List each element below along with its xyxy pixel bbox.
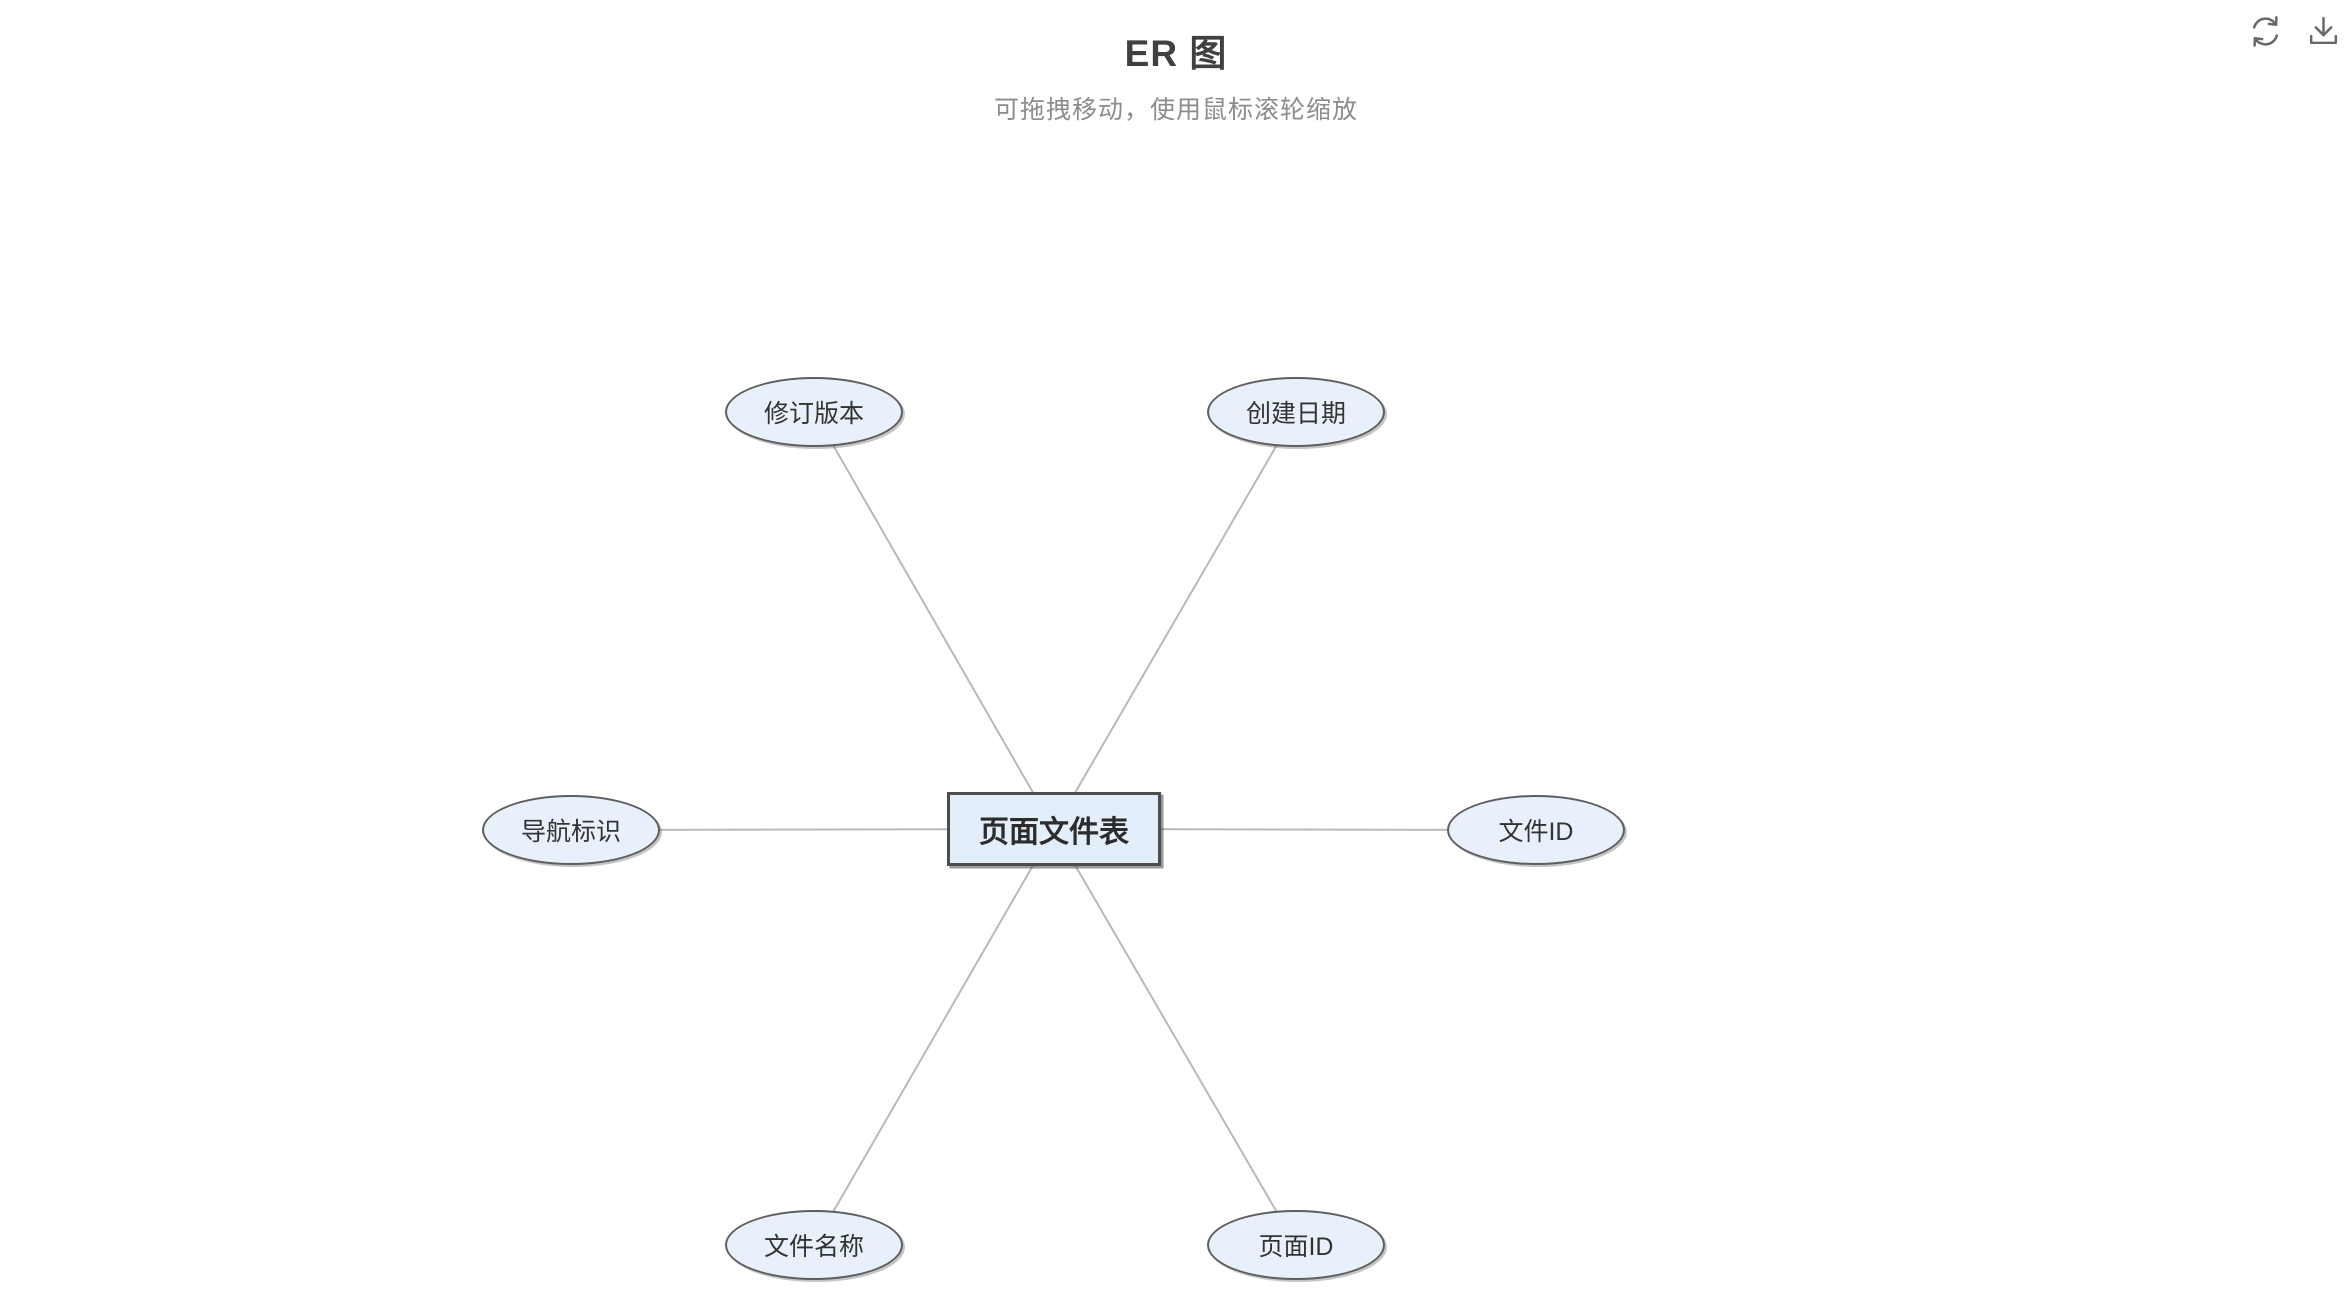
entity-node-page-file-table[interactable]: 页面文件表 [947, 792, 1161, 866]
refresh-icon [2247, 13, 2284, 50]
attribute-node-create-date[interactable]: 创建日期 [1207, 377, 1385, 447]
er-edge [813, 411, 1055, 830]
attribute-node-page-id[interactable]: 页面ID [1207, 1210, 1385, 1280]
node-label: 文件ID [1498, 818, 1574, 846]
node-label: 页面文件表 [979, 816, 1129, 849]
refresh-button[interactable] [2244, 10, 2286, 52]
node-label: 修订版本 [763, 400, 864, 428]
download-icon [2305, 13, 2342, 50]
node-label: 文件名称 [763, 1233, 864, 1261]
node-label: 创建日期 [1245, 400, 1346, 428]
toolbar [2244, 10, 2344, 52]
attribute-node-file-name[interactable]: 文件名称 [725, 1210, 903, 1280]
download-button[interactable] [2302, 10, 2344, 52]
node-label: 导航标识 [520, 818, 621, 846]
er-edge [813, 828, 1055, 1246]
node-label: 页面ID [1258, 1233, 1334, 1261]
attribute-node-nav-id[interactable]: 导航标识 [482, 795, 660, 865]
er-edge [1053, 411, 1297, 830]
attribute-node-file-id[interactable]: 文件ID [1447, 795, 1625, 865]
attribute-node-revision[interactable]: 修订版本 [725, 377, 903, 447]
er-edge [1053, 828, 1297, 1246]
